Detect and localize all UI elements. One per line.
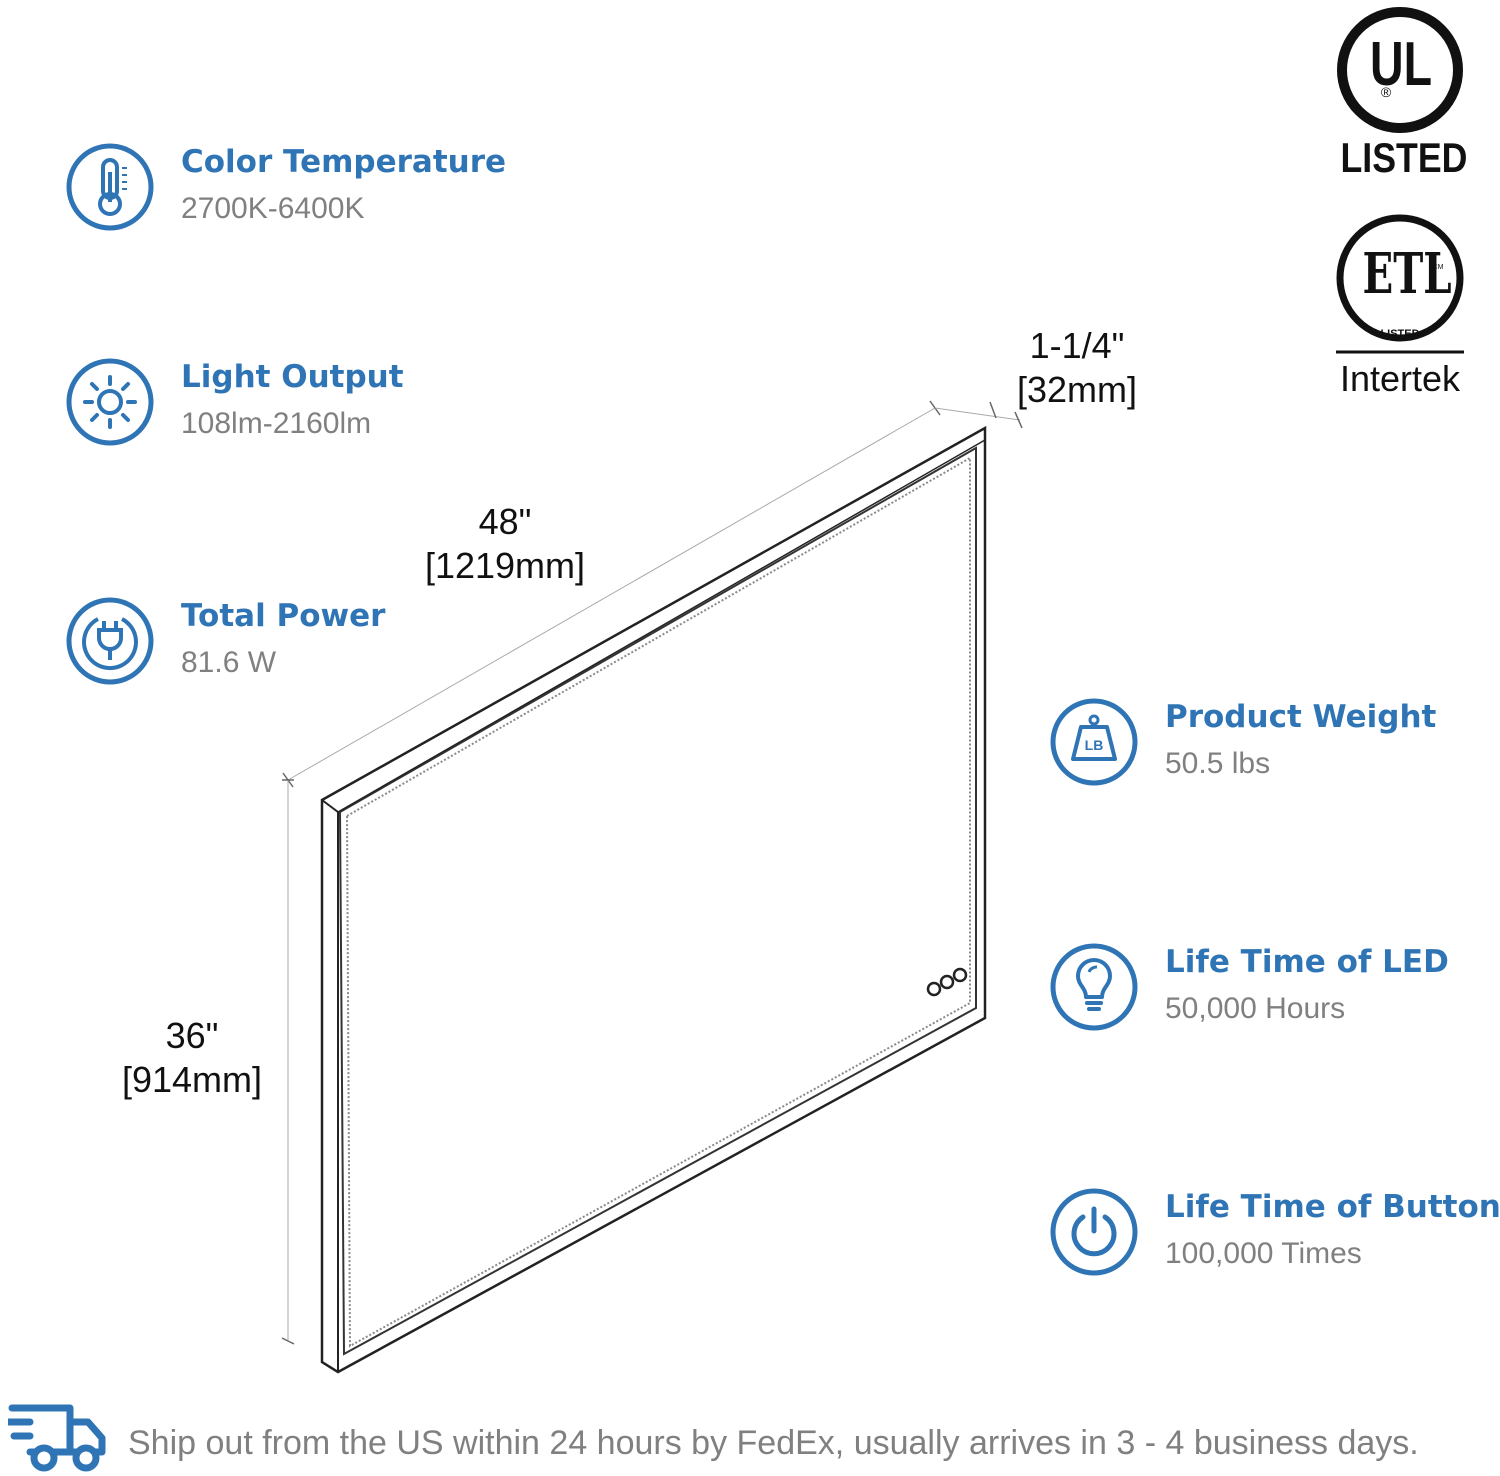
ul-listed-label: LISTED — [1340, 134, 1468, 181]
touch-button — [926, 981, 942, 997]
plug-icon — [65, 596, 155, 686]
etl-listed-sub: LISTED — [1380, 328, 1420, 340]
shipping-notice: Ship out from the US within 24 hours by … — [128, 1424, 1419, 1462]
truck-icon — [8, 1404, 106, 1472]
feature-title: Product Weight — [1165, 699, 1437, 735]
lightbulb-icon — [1049, 942, 1139, 1032]
depth-mm: [32mm] — [1016, 369, 1138, 410]
width-mm: [1219mm] — [424, 545, 586, 586]
height-mm: [914mm] — [121, 1059, 263, 1100]
width-inches: 48" — [478, 501, 532, 542]
feature-title: Life Time of Buttons — [1165, 1189, 1500, 1225]
weight-icon-text: LB — [1085, 737, 1104, 753]
height-dimension: 36" [914mm] — [110, 1014, 274, 1102]
etl-cm-mark: CM — [1432, 264, 1444, 271]
weight-icon: LB — [1049, 697, 1139, 787]
feature-value: 108lm-2160lm — [181, 407, 372, 440]
power-icon — [1049, 1187, 1139, 1277]
feature-value: 50,000 Hours — [1165, 992, 1346, 1025]
ul-registered-mark: ® — [1380, 84, 1392, 100]
feature-title: Color Temperature — [181, 144, 507, 180]
thermometer-icon — [65, 142, 155, 232]
feature-title: Total Power — [181, 598, 386, 634]
etl-logo-text: ETL — [1362, 241, 1452, 307]
etl-logo-mark — [1336, 214, 1464, 354]
depth-inches: 1-1/4" — [1029, 325, 1125, 366]
height-inches: 36" — [165, 1015, 219, 1056]
feature-title: Life Time of LED — [1165, 944, 1449, 980]
etl-listed-logo: ETL LISTED CM Intertek — [1330, 212, 1470, 402]
ul-logo-text: UL — [1370, 30, 1432, 99]
feature-value: 100,000 Times — [1165, 1237, 1362, 1270]
touch-button — [939, 974, 955, 990]
feature-value: 81.6 W — [181, 646, 277, 679]
ul-listed-logo: UL ® LISTED — [1330, 0, 1470, 185]
feature-title: Light Output — [181, 359, 404, 395]
feature-value: 2700K-6400K — [181, 192, 365, 225]
feature-value: 50.5 lbs — [1165, 747, 1271, 780]
sun-icon — [65, 357, 155, 447]
depth-dimension: 1-1/4" [32mm] — [1002, 324, 1152, 412]
touch-button — [952, 967, 968, 983]
ul-logo-mark — [1337, 7, 1463, 133]
intertek-label: Intertek — [1339, 358, 1461, 399]
width-dimension: 48" [1219mm] — [415, 500, 595, 588]
